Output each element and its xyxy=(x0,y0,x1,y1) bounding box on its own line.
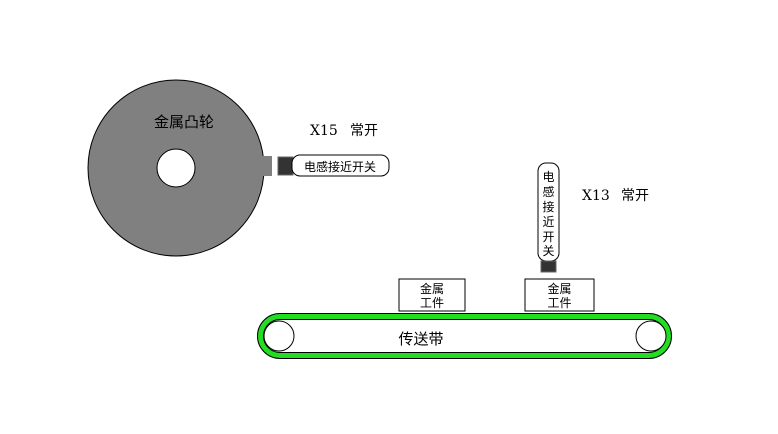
roller-left xyxy=(263,320,295,352)
sensor-head xyxy=(540,260,557,273)
workpiece-label: 金属 xyxy=(420,281,444,296)
sensor-state: 常开 xyxy=(350,123,378,139)
conveyor-label: 传送带 xyxy=(398,330,443,348)
sensor-address: X13 xyxy=(582,188,610,204)
cam-tab xyxy=(261,156,272,176)
cam-label: 金属凸轮 xyxy=(154,113,214,131)
sensor-label-char: 感 xyxy=(542,184,554,199)
sensor-address: X15 xyxy=(310,123,338,139)
workpiece-label: 工件 xyxy=(547,296,571,310)
sensor-label: 电感接近开关 xyxy=(304,159,376,174)
workpiece-label: 金属 xyxy=(547,281,571,296)
sensor-label-char: 电 xyxy=(542,170,554,184)
sensor-state: 常开 xyxy=(621,188,649,204)
sensor-label-char: 接 xyxy=(542,199,554,214)
roller-right xyxy=(635,320,667,352)
metal-cam: 金属凸轮 xyxy=(87,79,272,257)
sensor-body xyxy=(291,154,390,177)
conveyor-belt: 传送带 xyxy=(257,313,672,359)
proximity-sensor-x13: 电 感 接 近 开 关 X13 常开 xyxy=(537,162,649,273)
workpiece: 金属 工件 xyxy=(398,278,466,312)
sensor-head xyxy=(277,156,294,176)
workpiece-label: 工件 xyxy=(420,296,444,310)
sensor-label-char: 开 xyxy=(542,230,554,244)
workpiece: 金属 工件 xyxy=(524,278,595,312)
sensor-label-char: 关 xyxy=(542,244,554,258)
cam-hole xyxy=(156,148,196,188)
proximity-sensor-x15: 电感接近开关 X15 常开 xyxy=(277,123,390,177)
sensor-label-char: 近 xyxy=(542,215,554,229)
